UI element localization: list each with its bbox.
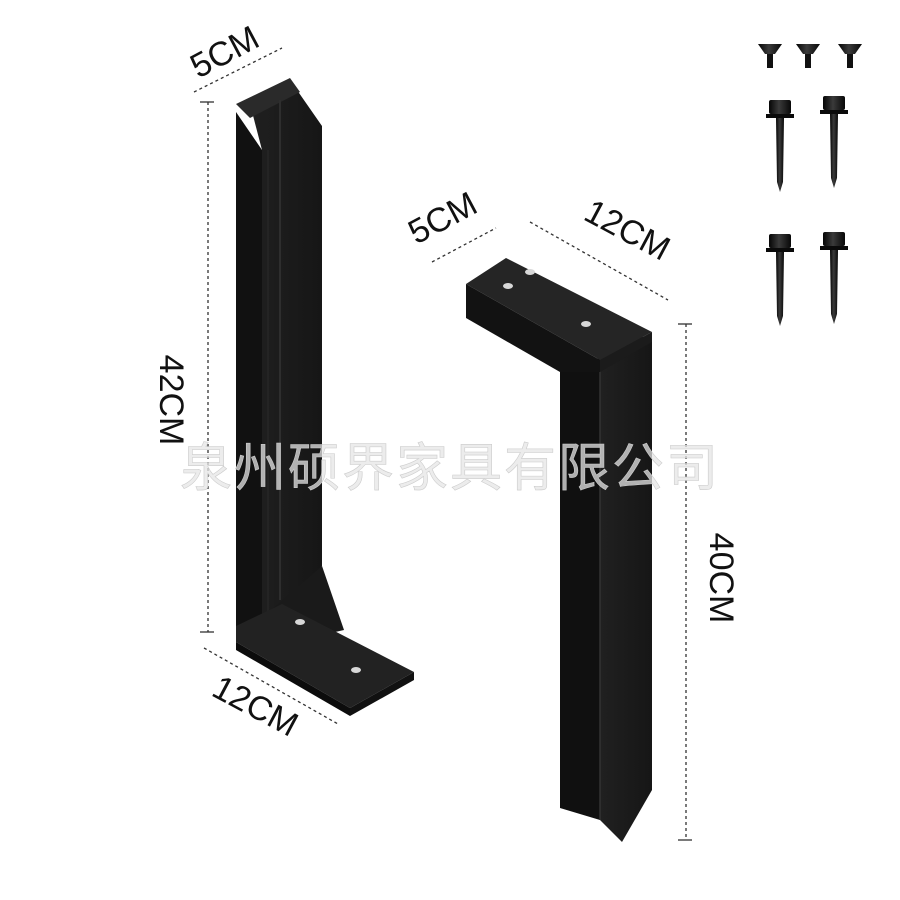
- left-bracket-hole: [351, 667, 361, 673]
- left-bracket: [236, 78, 414, 716]
- flat-screw: [796, 44, 820, 68]
- left-bracket-dimensions: [193, 47, 339, 725]
- left-bracket-inner-side: [236, 112, 262, 632]
- right-bracket-hole: [503, 283, 513, 289]
- long-screw: [820, 96, 848, 188]
- long-screw: [820, 232, 848, 324]
- hardware-set: [758, 44, 862, 326]
- left-bracket-foot-plate: [236, 604, 414, 708]
- long-screw: [766, 100, 794, 192]
- right-bracket-top-lip: [466, 284, 600, 372]
- right-height-label: 40CM: [702, 533, 740, 624]
- flat-screw: [758, 44, 782, 68]
- left-height-label: 42CM: [152, 355, 190, 446]
- long-screw: [766, 234, 794, 326]
- watermark: 泉州硕界家具有限公司: [180, 439, 720, 499]
- left-bracket-top-bevel: [236, 78, 300, 118]
- right-bracket-dimensions: [431, 221, 692, 841]
- left-bracket-hole: [295, 619, 305, 625]
- right-bracket-hole: [581, 321, 591, 327]
- right-bracket: [466, 258, 652, 842]
- right-top-label: 12CM: [578, 192, 676, 268]
- right-bracket-leg-side: [560, 358, 600, 820]
- right-bracket-top-plate: [466, 258, 652, 360]
- right-bracket-hole: [525, 269, 535, 275]
- right-bracket-leg-face: [600, 336, 652, 842]
- flat-screw: [838, 44, 862, 68]
- left-width-label: 5CM: [184, 19, 265, 86]
